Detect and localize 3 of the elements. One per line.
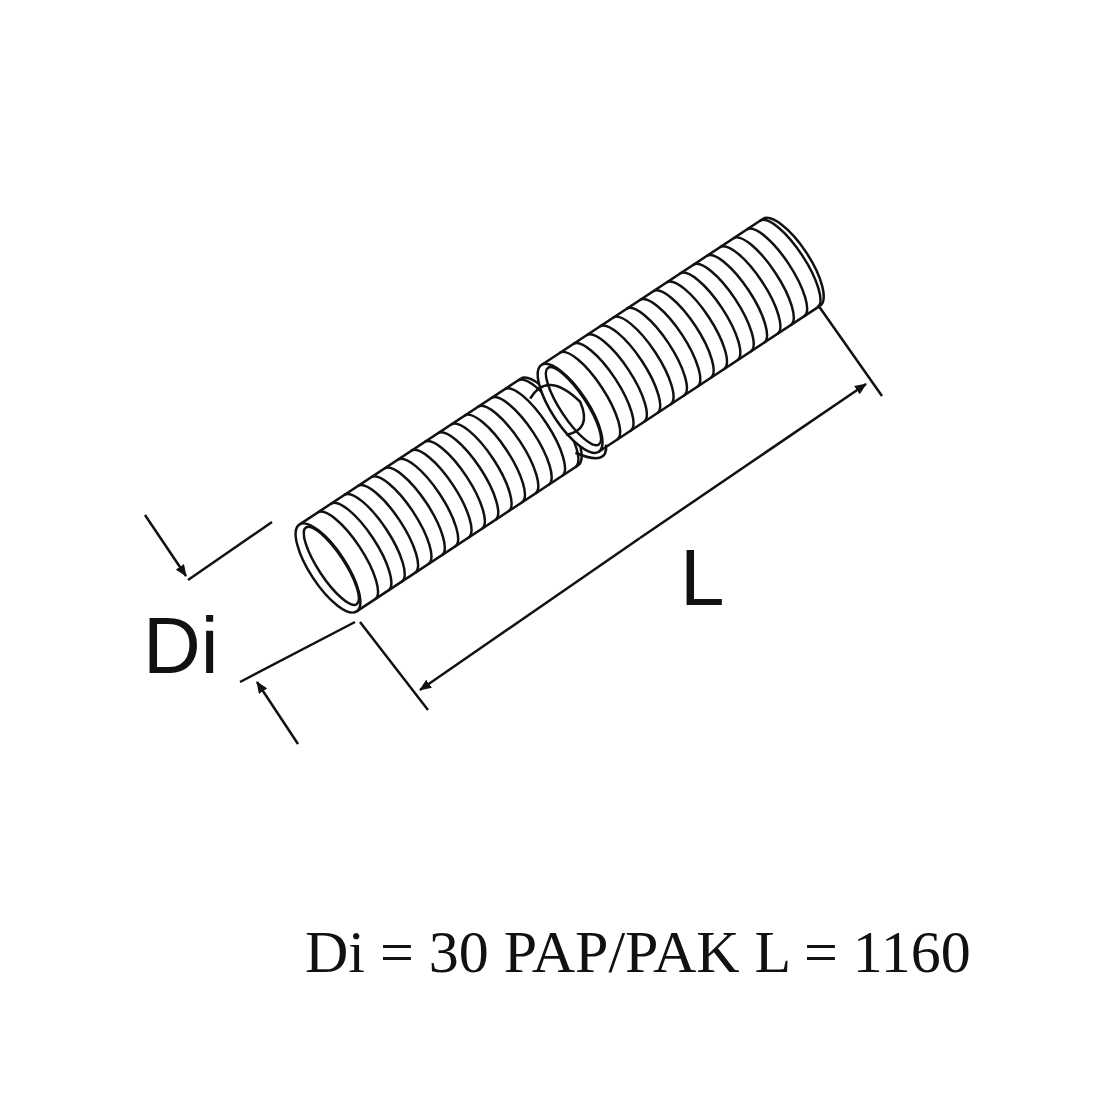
label-di: Di — [143, 600, 219, 692]
specification-text: Di = 30 PAP/PAK L = 1160 — [305, 918, 971, 987]
label-length: L — [680, 532, 725, 624]
